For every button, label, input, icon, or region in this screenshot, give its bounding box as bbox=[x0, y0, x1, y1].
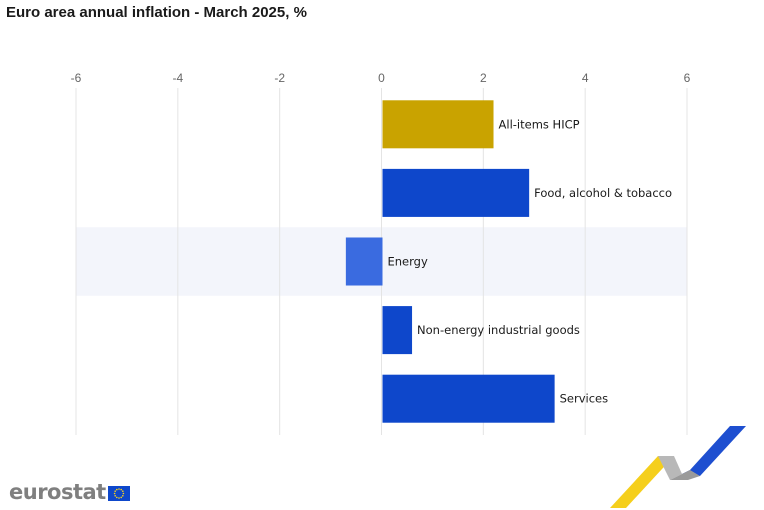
x-tick-label: -4 bbox=[172, 71, 183, 85]
x-tick-label: 4 bbox=[582, 71, 589, 85]
bar-category-label: Energy bbox=[388, 255, 428, 269]
bar bbox=[382, 168, 530, 217]
chart-title: Euro area annual inflation - March 2025,… bbox=[6, 4, 307, 21]
bar bbox=[382, 306, 413, 355]
bar bbox=[382, 100, 494, 149]
logo-text: eurostat bbox=[9, 480, 106, 504]
x-tick-label: -6 bbox=[71, 71, 82, 85]
eurostat-ribbon-graphic bbox=[610, 426, 746, 508]
x-tick-label: 0 bbox=[378, 71, 385, 85]
bar-category-label: All-items HICP bbox=[499, 117, 580, 131]
x-tick-label: 2 bbox=[480, 71, 487, 85]
eurostat-logo: eurostat bbox=[9, 480, 130, 504]
bar-category-label: Food, alcohol & tobacco bbox=[534, 186, 672, 200]
bar bbox=[345, 237, 383, 286]
x-tick-label: -2 bbox=[274, 71, 285, 85]
x-tick-label: 6 bbox=[684, 71, 691, 85]
bar-category-label: Non-energy industrial goods bbox=[417, 323, 580, 337]
bar-category-label: Services bbox=[560, 392, 609, 406]
bar bbox=[382, 374, 555, 423]
eu-flag-icon bbox=[107, 485, 130, 501]
